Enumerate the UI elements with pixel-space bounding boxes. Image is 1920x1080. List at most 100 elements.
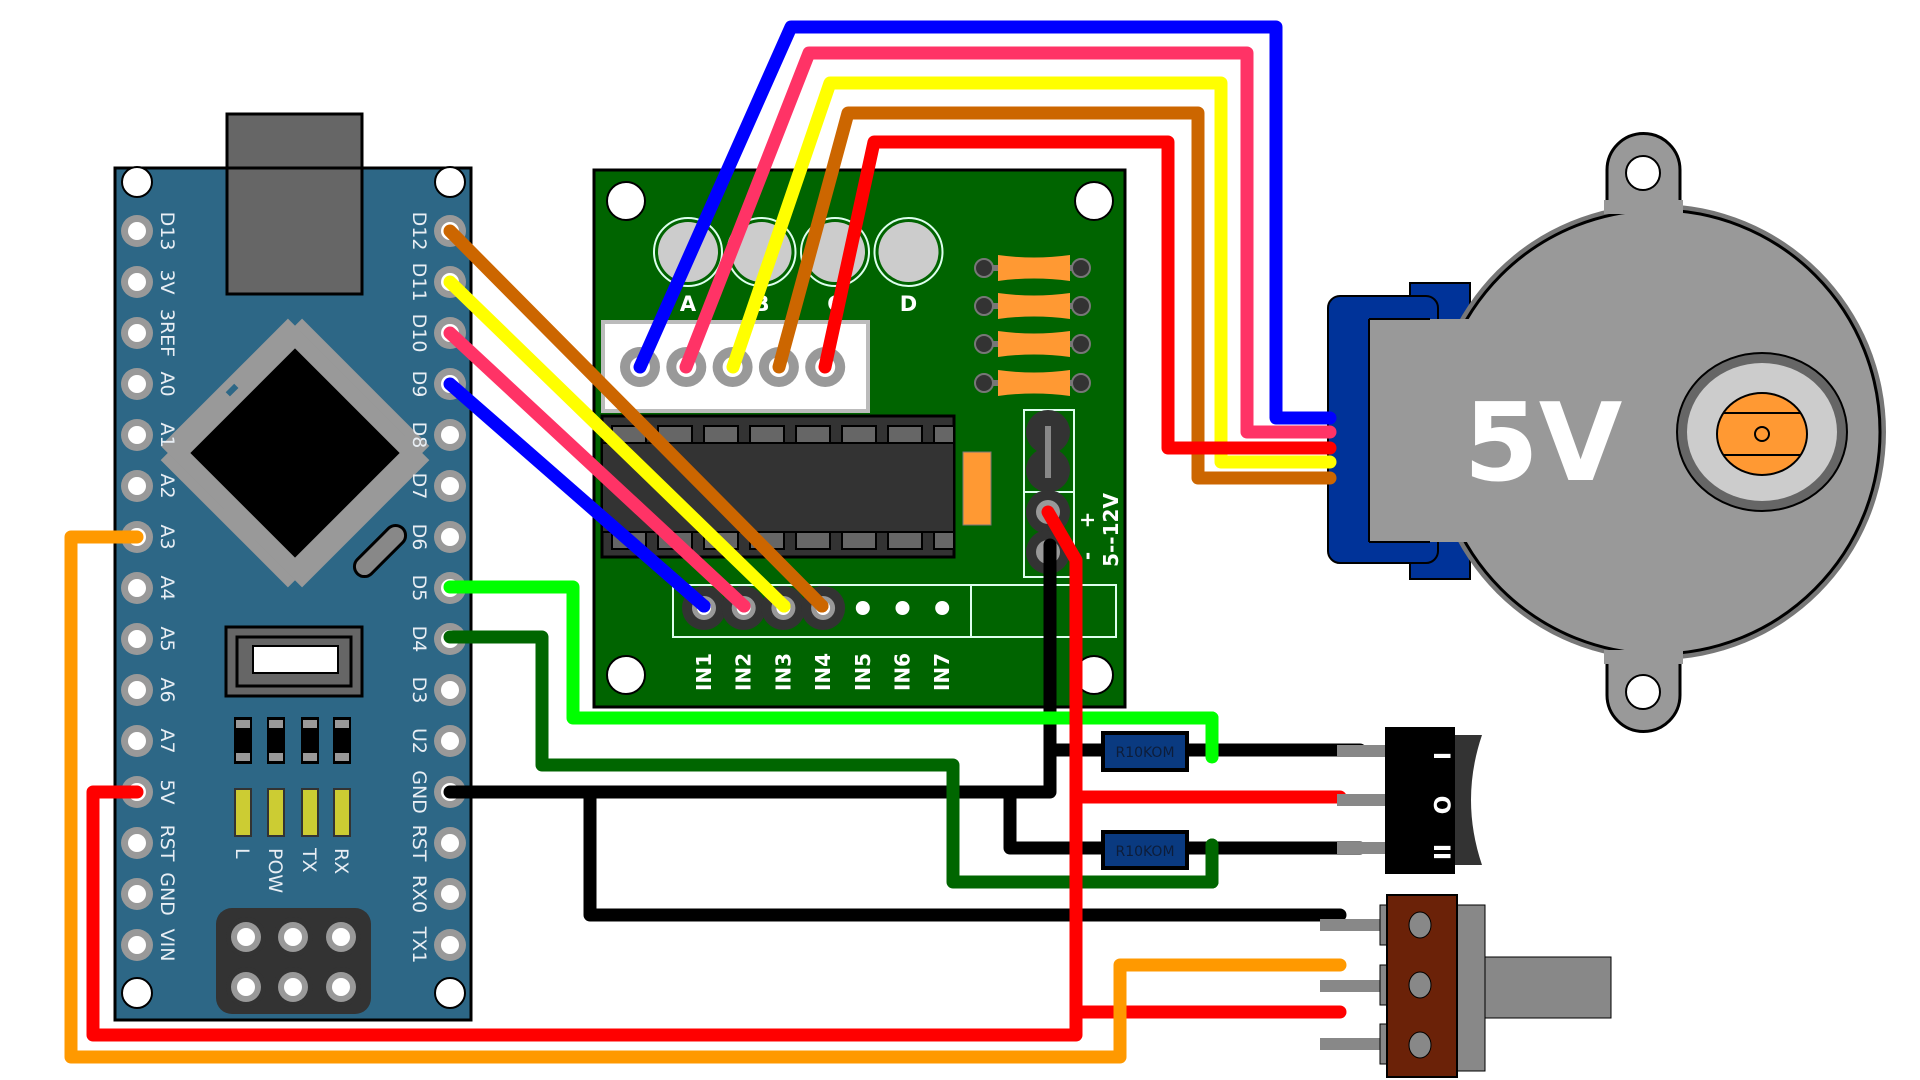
microcontroller-chip	[160, 318, 430, 588]
smd-components	[234, 717, 351, 764]
crystal	[352, 523, 408, 579]
pin-label-d4: D4	[408, 626, 430, 653]
input-label-in4: IN4	[811, 653, 835, 691]
pin-hole	[128, 936, 146, 954]
switch-position-1: I	[1428, 752, 1453, 760]
pin-label-d6: D6	[408, 524, 430, 551]
pin-label-rst: RST	[408, 825, 430, 862]
switch-pin	[1337, 842, 1387, 854]
status-led-labels: L POW TX RX	[231, 847, 352, 893]
switch-position-0: O	[1428, 796, 1453, 815]
pin-label-a1: A1	[156, 422, 178, 447]
input-header-outline	[672, 584, 1117, 638]
wire-blue-motor	[633, 20, 1337, 425]
pin-hole	[128, 375, 146, 393]
pin-hole	[128, 630, 146, 648]
input-pin-in6[interactable]	[895, 601, 910, 615]
wire-gnd-res2	[1003, 785, 1367, 855]
input-label-in7: IN7	[930, 653, 954, 691]
resistor-1: R10KOM	[1101, 731, 1189, 772]
pin-hole	[128, 426, 146, 444]
wire-d12-in4	[443, 224, 829, 613]
smd-resistor	[998, 293, 1070, 319]
input-label-in1: IN1	[692, 653, 716, 691]
led-label: TX	[298, 847, 320, 873]
status-led	[333, 788, 351, 837]
phase-led-label: D	[900, 292, 917, 316]
pin-hole	[441, 477, 459, 495]
pin-label-d8: D8	[408, 422, 430, 449]
arduino-nano: L POW TX RX	[113, 112, 473, 1022]
pin-label-a3: A3	[156, 524, 178, 549]
input-label-in6: IN6	[891, 653, 915, 691]
resistor-2: R10KOM	[1101, 830, 1189, 870]
mount-hole	[434, 977, 466, 1009]
pin-label-gnd: GND	[156, 872, 178, 916]
status-led	[234, 788, 252, 837]
pin-label-3v: 3V	[156, 269, 178, 294]
input-label-in3: IN3	[771, 653, 795, 691]
pin-label-rst: RST	[156, 825, 178, 862]
pin-hole	[441, 732, 459, 750]
pin-label-d12: D12	[408, 212, 430, 251]
switch-pin	[1337, 794, 1387, 806]
smd-resistor	[301, 717, 319, 764]
input-pin-in7[interactable]	[935, 601, 950, 615]
pin-label-gnd: GND	[408, 770, 430, 814]
pin-label-d5: D5	[408, 575, 430, 602]
switch-position-2: II	[1428, 844, 1453, 860]
pin-label-vin: VIN	[156, 929, 178, 962]
pin-label-a4: A4	[156, 575, 178, 600]
pot-shaft[interactable]	[1483, 956, 1612, 1019]
input-label-in5: IN5	[851, 653, 875, 691]
power-voltage-label: 5--12V	[1099, 493, 1123, 567]
status-led	[267, 788, 285, 837]
switch-pin	[1337, 745, 1387, 757]
reset-button[interactable]	[224, 625, 364, 698]
pin-hole	[441, 834, 459, 852]
wire-gnd-pot	[583, 785, 1347, 922]
pin-hole	[128, 324, 146, 342]
wire-d9-in1	[443, 377, 711, 613]
potentiometer[interactable]	[1320, 894, 1612, 1078]
wire-gnd-driver	[443, 538, 1057, 799]
led-label: RX	[330, 848, 352, 874]
pin-hole	[128, 834, 146, 852]
mount-hole	[121, 166, 153, 198]
motor-voltage-label: 5V	[1464, 381, 1623, 506]
led-label: POW	[264, 848, 286, 893]
pin-label-d9: D9	[408, 371, 430, 398]
smd-resistor	[998, 370, 1070, 396]
pin-hole	[128, 273, 146, 291]
pin-label-d10: D10	[408, 314, 430, 353]
smd-resistors	[974, 255, 1091, 396]
pin-hole	[441, 681, 459, 699]
pin-label-a5: A5	[156, 626, 178, 651]
switch-rocker[interactable]	[1450, 735, 1482, 865]
led-label: L	[231, 848, 253, 859]
pin-hole	[128, 885, 146, 903]
pin-label-d7: D7	[408, 473, 430, 500]
input-label-in2: IN2	[732, 653, 756, 691]
mount-hole	[606, 181, 646, 221]
wire-d11-in3	[443, 275, 791, 613]
input-labels: IN1 IN2 IN3 IN4 IN5 IN6 IN7	[692, 653, 954, 691]
resistor-2-label: R10KOM	[1115, 844, 1174, 860]
rocker-switch[interactable]: I O II	[1337, 727, 1482, 874]
pin-label-tx1: TX1	[408, 926, 430, 964]
phase-led-d	[878, 222, 939, 282]
smd-resistor	[998, 255, 1070, 281]
icsp-header	[216, 908, 371, 1014]
status-leds	[234, 788, 351, 837]
resistor-1-label: R10KOM	[1115, 745, 1174, 761]
pin-hole	[128, 222, 146, 240]
pin-hole	[441, 936, 459, 954]
input-pin-in5[interactable]	[855, 601, 870, 615]
wire-a3-orange	[64, 530, 1347, 1064]
pin-hole	[128, 477, 146, 495]
pin-hole	[441, 528, 459, 546]
smd-resistor	[234, 717, 252, 764]
